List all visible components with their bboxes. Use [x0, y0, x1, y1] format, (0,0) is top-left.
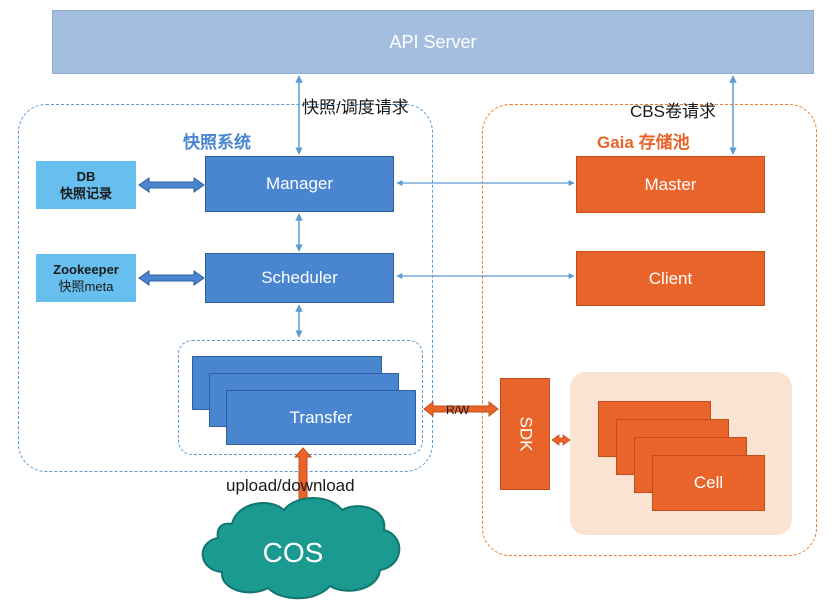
gaia-title: Gaia 存储池 [597, 133, 690, 152]
client-label: Client [648, 268, 693, 288]
sdk-box: SDK [500, 378, 550, 490]
cell-box: Cell [652, 455, 765, 511]
zookeeper-box: Zookeeper 快照meta [36, 254, 136, 302]
cbs-request-label: CBS卷请求 [630, 102, 716, 121]
rw-arrow [423, 400, 499, 418]
scheduler-box: Scheduler [205, 253, 394, 303]
api-server-box: API Server [52, 10, 814, 74]
zookeeper-label: Zookeeper [53, 262, 119, 277]
db-label: DB [76, 169, 96, 184]
gaia-storage-group [482, 104, 817, 556]
sdk-cell-arrow [551, 434, 571, 446]
cos-label: COS [262, 537, 324, 568]
db-box: DB 快照记录 [36, 161, 136, 209]
transfer-label: Transfer [289, 407, 353, 427]
manager-box: Manager [205, 156, 394, 212]
db-manager-arrow [138, 177, 205, 193]
zookeeper-sub-label: 快照meta [58, 279, 114, 294]
transfer-box: Transfer [226, 390, 416, 445]
upload-download-label: upload/download [226, 476, 355, 495]
rw-label: R/W [446, 403, 470, 417]
client-box: Client [576, 251, 765, 306]
snapshot-request-label: 快照/调度请求 [302, 98, 409, 117]
cos-cloud [201, 497, 401, 600]
api-server-label: API Server [389, 31, 477, 52]
scheduler-label: Scheduler [261, 268, 338, 287]
snapshot-system-title: 快照系统 [183, 133, 251, 152]
db-sub-label: 快照记录 [59, 186, 112, 201]
master-box: Master [576, 156, 765, 213]
manager-label: Manager [265, 174, 334, 193]
snapshot-system-group [18, 104, 433, 472]
master-label: Master [644, 174, 697, 194]
zookeeper-scheduler-arrow [138, 270, 205, 286]
cell-label: Cell [693, 473, 724, 492]
